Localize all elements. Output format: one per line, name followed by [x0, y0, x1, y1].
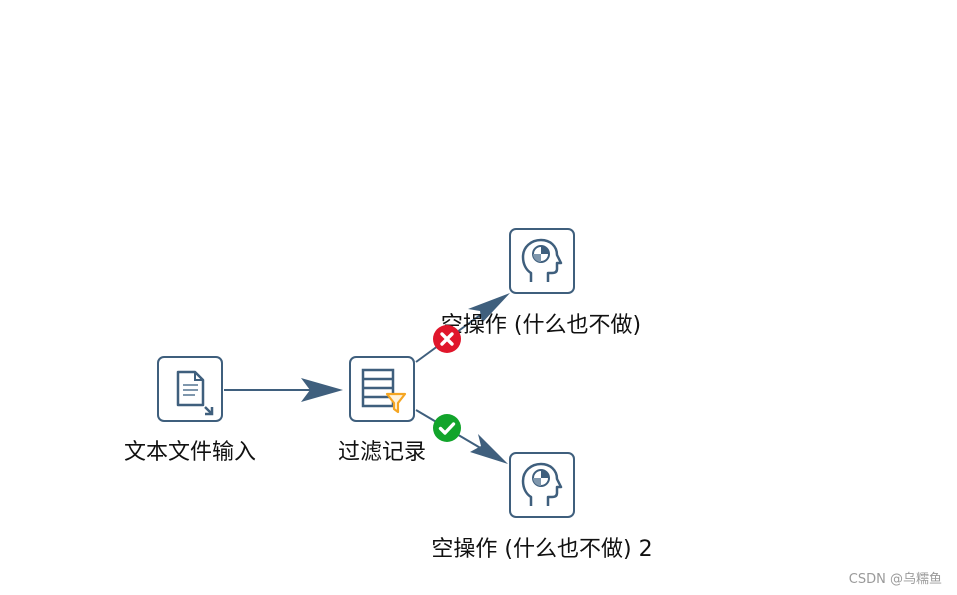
hop-arrowhead — [470, 434, 508, 464]
text-file-input-icon — [176, 370, 214, 416]
watermark: CSDN @乌糯鱼 — [848, 572, 942, 587]
hop-arrowhead — [468, 293, 510, 323]
step-dummy-1[interactable] — [509, 228, 575, 294]
check-badge-icon[interactable] — [432, 413, 462, 443]
step-filter-rows[interactable] — [349, 356, 415, 422]
dummy-step-icon — [521, 238, 563, 282]
step-text-file-input[interactable] — [157, 356, 223, 422]
dummy-step-icon — [521, 462, 563, 506]
step-label-text-file-input: 文本文件输入 — [123, 440, 256, 465]
step-label-filter-rows: 过滤记录 — [337, 440, 426, 465]
step-label-dummy-1: 空操作 (什么也不做) — [440, 313, 642, 338]
step-dummy-2[interactable] — [509, 452, 575, 518]
hop-arrowhead — [301, 378, 343, 402]
step-label-dummy-2: 空操作 (什么也不做) 2 — [431, 537, 653, 562]
hop-input-to-filter[interactable] — [224, 378, 343, 402]
filter-rows-icon — [361, 368, 407, 414]
error-badge-icon[interactable] — [432, 324, 462, 354]
